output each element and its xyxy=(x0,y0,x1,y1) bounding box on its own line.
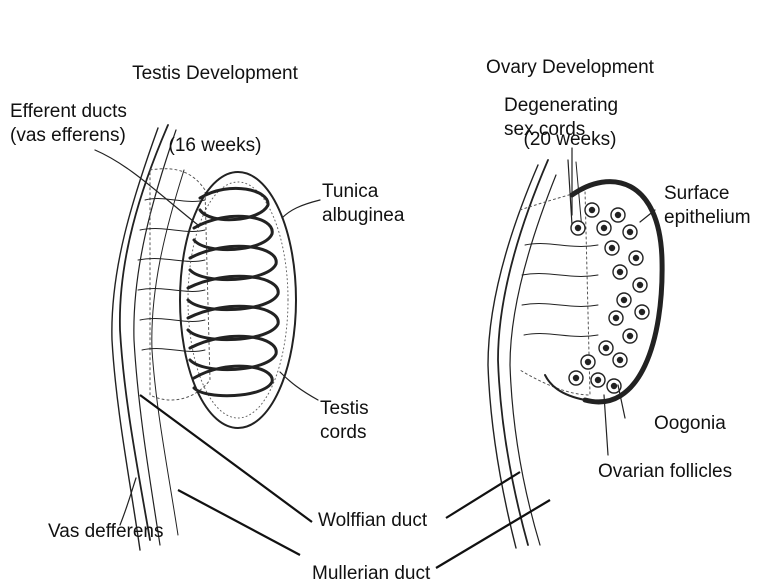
label-ovarian-follicles: Ovarian follicles xyxy=(598,460,732,484)
label-efferent-ducts: Efferent ducts (vas efferens) xyxy=(10,100,127,148)
label-wolffian-duct: Wolffian duct xyxy=(318,509,427,533)
testis-age-text: (16 weeks) xyxy=(110,134,320,158)
label-tunica-albuginea: Tunica albuginea xyxy=(322,180,404,228)
label-testis-cords: Testis cords xyxy=(320,397,369,445)
testis-title-text: Testis Development xyxy=(110,62,320,86)
ovary-figure xyxy=(488,148,662,548)
label-mullerian-duct: Mullerian duct xyxy=(312,562,430,586)
testis-title: Testis Development (16 weeks) xyxy=(110,14,320,206)
follicle-cluster xyxy=(569,203,649,393)
label-surface-epithelium: Surface epithelium xyxy=(664,182,751,230)
label-oogonia: Oogonia xyxy=(654,412,726,436)
label-vas-deferens: Vas defferens xyxy=(48,520,163,544)
ovary-title-text: Ovary Development xyxy=(470,56,670,80)
label-degenerating-sex-cords: Degenerating sex cords xyxy=(504,94,618,142)
